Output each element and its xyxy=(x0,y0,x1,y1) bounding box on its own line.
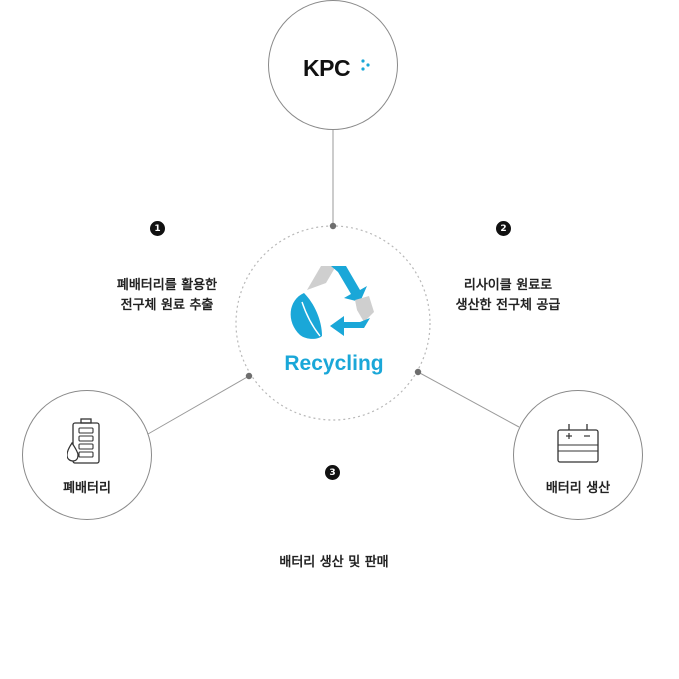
battery-production-label: 배터리 생산 xyxy=(545,481,611,496)
kpc-logo: KPC xyxy=(303,55,370,81)
connector-dot-left xyxy=(245,372,253,380)
step-1-badge: 1 xyxy=(150,221,165,236)
step-2-badge: 2 xyxy=(496,221,511,236)
recycling-center-circle xyxy=(235,225,431,421)
step-3-text: 배터리 생산 및 판매 xyxy=(250,553,418,573)
step-2-line1: 리사이클 원료로 xyxy=(463,278,553,293)
step-2-line2: 생산한 전구체 공급 xyxy=(455,298,561,313)
step-1-text: 폐배터리를 활용한 전구체 원료 추출 xyxy=(97,276,237,316)
recycling-label: Recycling xyxy=(284,352,384,375)
kpc-node: KPC xyxy=(268,0,398,130)
battery-production-icon xyxy=(557,424,599,463)
step-3-badge: 3 xyxy=(325,465,340,480)
connector-dot-top xyxy=(329,222,337,230)
waste-battery-icon xyxy=(67,418,100,464)
step-1-line1: 폐배터리를 활용한 xyxy=(116,278,218,293)
connector-right xyxy=(417,371,520,428)
step-2-text: 리사이클 원료로 생산한 전구체 공급 xyxy=(438,276,578,316)
waste-battery-label: 폐배터리 xyxy=(63,481,111,496)
waste-battery-node: 폐배터리 xyxy=(22,390,152,520)
step-1-line2: 전구체 원료 추출 xyxy=(120,298,214,313)
recycle-icon xyxy=(290,266,374,339)
connector-left xyxy=(147,375,250,435)
kpc-logo-text: KPC xyxy=(303,55,350,81)
step-3-line1: 배터리 생산 및 판매 xyxy=(279,555,389,570)
battery-production-node: 배터리 생산 xyxy=(513,390,643,520)
connector-dot-right xyxy=(414,368,422,376)
